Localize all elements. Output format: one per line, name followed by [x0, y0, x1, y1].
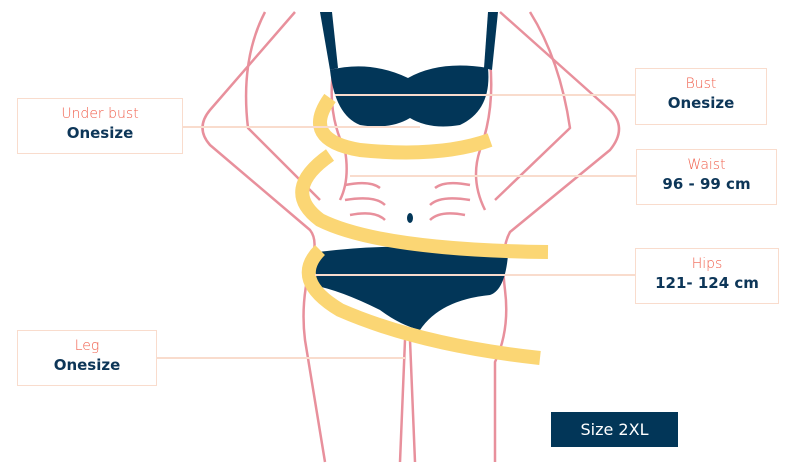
- waist-box: Waist 96 - 99 cm: [636, 149, 777, 205]
- swimsuit: [312, 12, 508, 330]
- measuring-tape: [295, 93, 549, 365]
- bust-box: Bust Onesize: [635, 68, 767, 125]
- leg-box: Leg Onesize: [17, 330, 157, 386]
- waist-label: Waist: [687, 157, 726, 173]
- bust-value: Onesize: [667, 94, 735, 112]
- leg-value: Onesize: [53, 356, 121, 374]
- waist-value: 96 - 99 cm: [662, 175, 751, 193]
- hips-value: 121- 124 cm: [655, 274, 759, 292]
- bust-label: Bust: [685, 76, 717, 92]
- under-bust-box: Under bust Onesize: [17, 98, 183, 154]
- leg-label: Leg: [74, 338, 100, 354]
- under-bust-label: Under bust: [61, 106, 139, 122]
- hips-box: Hips 121- 124 cm: [635, 248, 779, 304]
- under-bust-value: Onesize: [66, 124, 134, 142]
- size-button[interactable]: Size 2XL: [551, 412, 678, 447]
- connector-lines: [157, 94, 636, 359]
- hips-label: Hips: [691, 256, 723, 272]
